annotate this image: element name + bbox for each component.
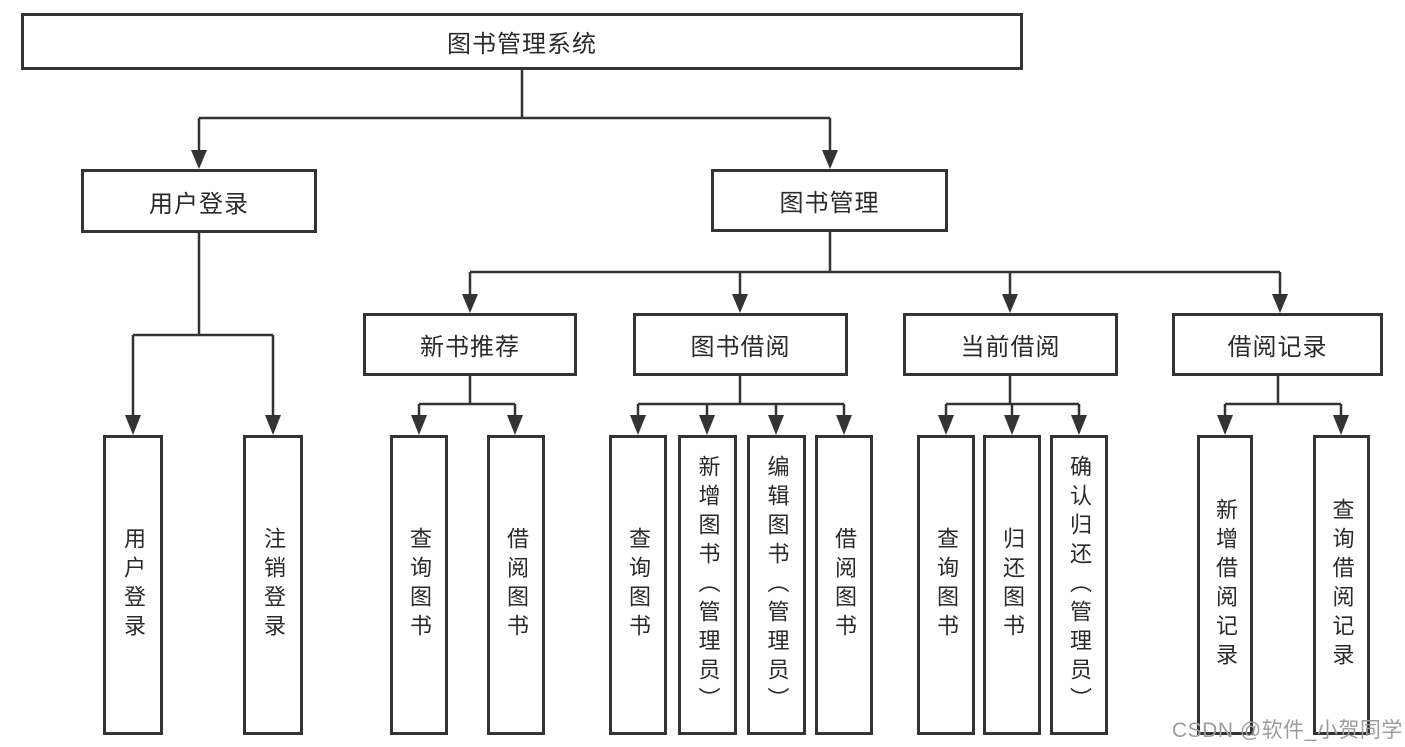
- node-return-books: 归还图书: [983, 435, 1041, 735]
- node-book-borrowing-label: 图书借阅: [690, 334, 791, 361]
- node-query-books-borrow-label: 查询图书: [626, 527, 651, 643]
- node-add-borrow-record: 新增借阅记录: [1197, 435, 1253, 735]
- node-user-login-label: 用户登录: [149, 190, 249, 218]
- node-add-borrow-record-label: 新增借阅记录: [1213, 498, 1238, 672]
- node-current-borrowing: 当前借阅: [903, 313, 1118, 376]
- node-query-books-recommend-label: 查询图书: [407, 527, 432, 643]
- node-book-management-label: 图书管理: [779, 190, 880, 217]
- node-borrow-books-label: 借阅图书: [832, 527, 857, 643]
- node-query-books-current: 查询图书: [917, 435, 975, 735]
- node-book-management: 图书管理: [711, 169, 948, 232]
- node-query-borrow-record-label: 查询借阅记录: [1329, 498, 1355, 672]
- node-confirm-return-admin: 确认归还（管理员）: [1050, 435, 1108, 735]
- node-edit-books-admin-label: 编辑图书（管理员）: [764, 454, 790, 716]
- node-query-books-borrow: 查询图书: [609, 435, 667, 735]
- node-return-books-label: 归还图书: [1000, 527, 1025, 643]
- node-add-books-admin: 新增图书（管理员）: [678, 435, 737, 735]
- node-borrow-books: 借阅图书: [815, 435, 873, 735]
- node-new-book-recommendation: 新书推荐: [363, 313, 577, 376]
- node-query-borrow-record: 查询借阅记录: [1313, 435, 1370, 735]
- node-user-login: 用户登录: [81, 169, 317, 233]
- node-query-books-current-label: 查询图书: [934, 527, 959, 643]
- node-borrow-books-recommend-label: 借阅图书: [504, 527, 529, 643]
- node-root-system: 图书管理系统: [21, 13, 1023, 70]
- node-user-login-leaf: 用户登录: [103, 435, 163, 735]
- node-new-book-recommendation-label: 新书推荐: [420, 334, 520, 361]
- node-logout: 注销登录: [243, 435, 303, 735]
- node-confirm-return-admin-label: 确认归还（管理员）: [1067, 454, 1092, 716]
- node-add-books-admin-label: 新增图书（管理员）: [695, 454, 721, 716]
- node-query-books-recommend: 查询图书: [390, 435, 448, 735]
- arrowhead-group: [125, 150, 1349, 435]
- node-borrow-books-recommend: 借阅图书: [487, 435, 545, 735]
- node-current-borrowing-label: 当前借阅: [960, 334, 1061, 361]
- node-user-login-leaf-label: 用户登录: [121, 527, 146, 643]
- node-borrowing-records: 借阅记录: [1172, 313, 1383, 376]
- node-book-borrowing: 图书借阅: [633, 313, 848, 376]
- node-logout-label: 注销登录: [261, 527, 286, 643]
- node-borrowing-records-label: 借阅记录: [1227, 334, 1328, 361]
- node-edit-books-admin: 编辑图书（管理员）: [747, 435, 806, 735]
- csdn-watermark: CSDN @软件_小贺同学: [1172, 719, 1403, 742]
- node-root-label: 图书管理系统: [447, 31, 597, 58]
